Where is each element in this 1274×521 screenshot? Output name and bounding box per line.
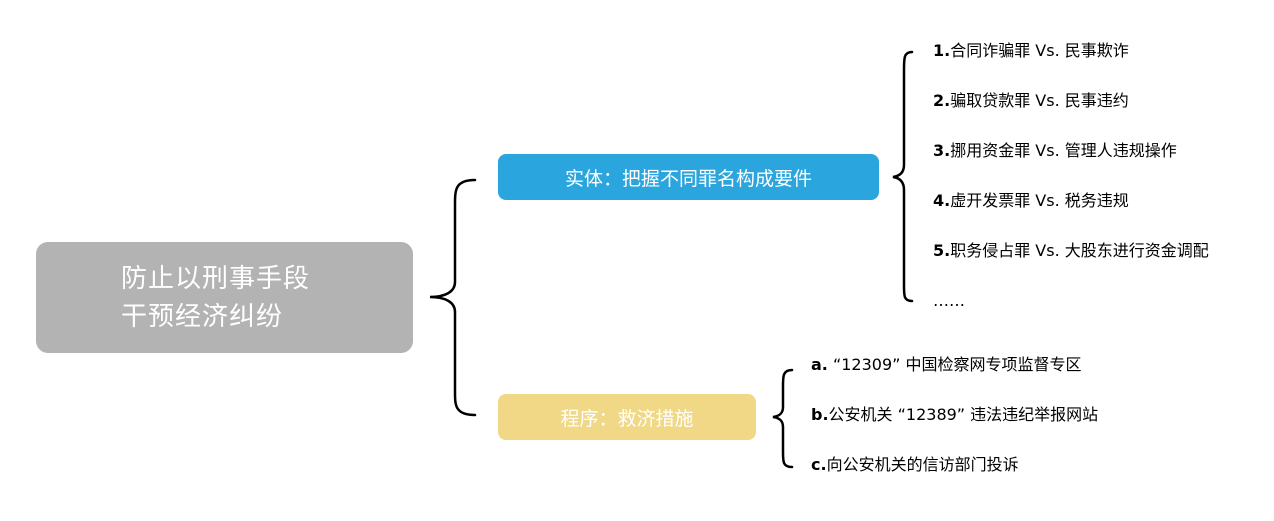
item-text: 挪用资金罪 Vs. 管理人违规操作 — [950, 141, 1177, 160]
root-title-line-2: 干预经济纠纷 — [121, 301, 284, 332]
item-text: “12309” 中国检察网专项监督专区 — [827, 355, 1082, 374]
substantive-item-5: 5.职务侵占罪 Vs. 大股东进行资金调配 — [933, 240, 1209, 262]
procedural-branch-label: 程序：救济措施 — [560, 407, 694, 430]
substantive-item-1: 1.合同诈骗罪 Vs. 民事欺诈 — [933, 40, 1129, 62]
item-text: 虚开发票罪 Vs. 税务违规 — [950, 191, 1129, 210]
root-node: 防止以刑事手段 干预经济纠纷 — [36, 242, 413, 353]
item-marker: a. — [811, 355, 828, 374]
substantive-branch-label: 实体：把握不同罪名构成要件 — [564, 167, 812, 190]
item-text: 向公安机关的信访部门投诉 — [826, 455, 1019, 474]
item-marker: 4. — [933, 191, 951, 210]
root-title-line-1: 防止以刑事手段 — [121, 263, 311, 294]
substantive-item-3: 3.挪用资金罪 Vs. 管理人违规操作 — [933, 140, 1177, 162]
item-text: 合同诈骗罪 Vs. 民事欺诈 — [950, 41, 1129, 60]
substantive-item-more: …… — [933, 290, 965, 312]
item-marker: 5. — [933, 241, 951, 260]
item-marker: 1. — [933, 41, 951, 60]
procedural-item-c: c.向公安机关的信访部门投诉 — [811, 454, 1019, 476]
substantive-brace — [892, 50, 914, 303]
procedural-item-a: a. “12309” 中国检察网专项监督专区 — [811, 354, 1082, 376]
procedural-item-b: b.公安机关 “12389” 违法违纪举报网站 — [811, 404, 1098, 426]
substantive-item-4: 4.虚开发票罪 Vs. 税务违规 — [933, 190, 1129, 212]
item-text: 职务侵占罪 Vs. 大股东进行资金调配 — [950, 241, 1209, 260]
item-marker: 2. — [933, 91, 951, 110]
item-marker: c. — [811, 455, 827, 474]
root-brace — [429, 178, 477, 417]
procedural-brace — [772, 368, 794, 469]
item-text: …… — [933, 291, 965, 310]
procedural-branch-node: 程序：救济措施 — [498, 394, 756, 440]
item-text: 公安机关 “12389” 违法违纪举报网站 — [828, 405, 1099, 424]
substantive-item-2: 2.骗取贷款罪 Vs. 民事违约 — [933, 90, 1129, 112]
item-marker: 3. — [933, 141, 951, 160]
item-text: 骗取贷款罪 Vs. 民事违约 — [950, 91, 1129, 110]
item-marker: b. — [811, 405, 829, 424]
substantive-branch-node: 实体：把握不同罪名构成要件 — [498, 154, 879, 200]
